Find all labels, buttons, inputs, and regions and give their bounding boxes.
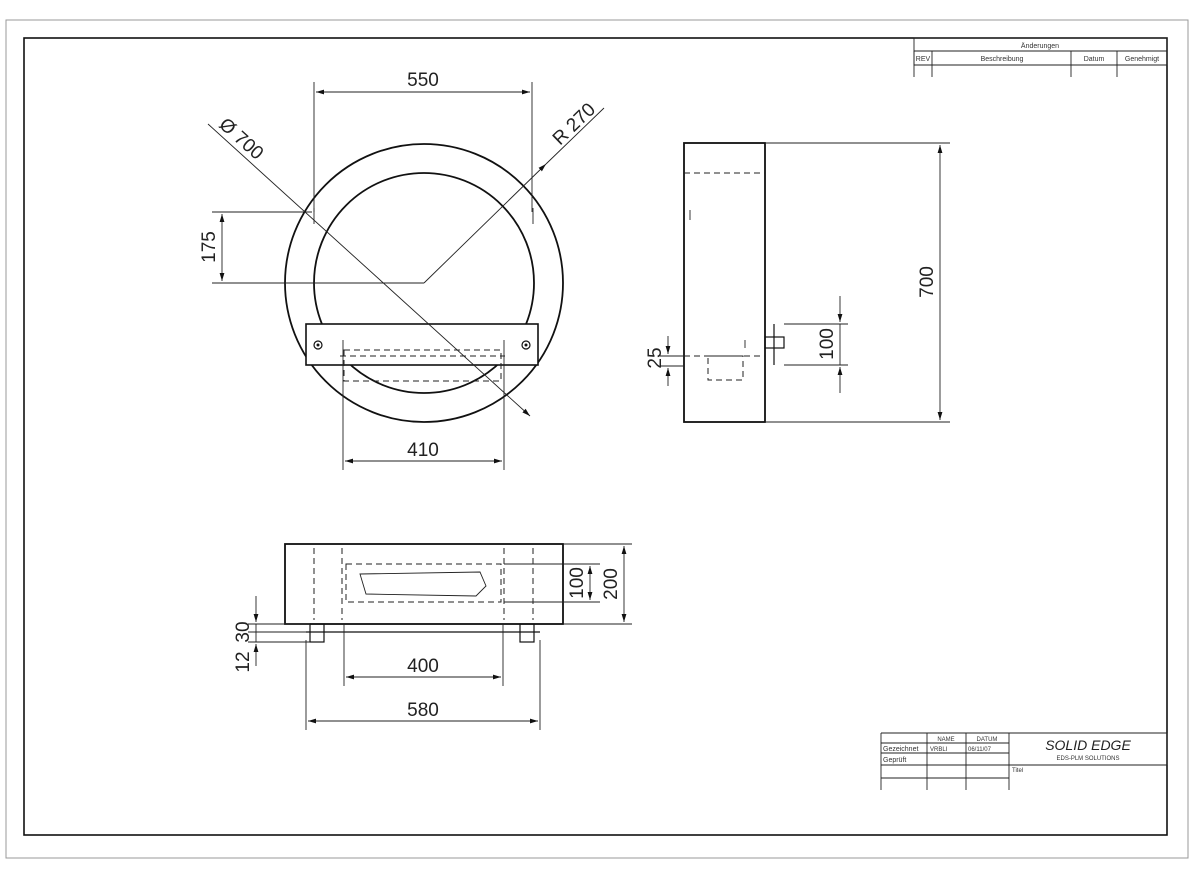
dim-top-inner-width: 400 xyxy=(407,656,439,677)
title-brand-sub: EDS-PLM SOLUTIONS xyxy=(1056,756,1119,762)
burner-box xyxy=(305,323,539,366)
revision-col-approved: Genehmigt xyxy=(1125,56,1159,63)
title-col-date: DATUM xyxy=(977,737,998,743)
title-col-name: NAME xyxy=(937,737,954,743)
dim-top-foot-a: 30 xyxy=(233,621,254,642)
dim-side-offset: 25 xyxy=(645,347,666,368)
dim-top-foot-b: 12 xyxy=(233,651,254,672)
dim-front-width: 550 xyxy=(407,70,439,91)
title-row-checked: Geprüft xyxy=(883,757,906,764)
revision-table-title: Änderungen xyxy=(1021,42,1059,50)
top-body xyxy=(284,543,564,625)
revision-col-rev: REV xyxy=(916,56,931,63)
title-block: NAME DATUM Gezeichnet VRBLI 06/11/07 Gep… xyxy=(880,732,1168,790)
dim-top-inner-depth: 100 xyxy=(567,567,588,599)
dim-front-inner-width: 410 xyxy=(407,440,439,461)
title-label: Titel xyxy=(1012,768,1023,774)
paper-outline xyxy=(5,19,1189,859)
dim-side-height: 700 xyxy=(917,266,938,298)
title-brand: SOLID EDGE xyxy=(1045,737,1131,753)
revision-table: Änderungen REV Beschreibung Datum Genehm… xyxy=(913,37,1168,77)
drawing-frame xyxy=(23,37,1168,836)
top-view: 200 100 30 12 400 580 xyxy=(233,543,632,730)
title-drawn-date: 06/11/07 xyxy=(968,747,992,753)
revision-col-date: Datum xyxy=(1084,56,1105,63)
side-view: 700 100 25 xyxy=(645,142,950,423)
dim-front-height: 175 xyxy=(199,231,220,263)
dim-side-step: 100 xyxy=(817,328,838,360)
dim-top-width: 580 xyxy=(407,700,439,721)
title-drawn-name: VRBLI xyxy=(930,747,948,753)
title-row-drawn: Gezeichnet xyxy=(883,746,918,753)
side-body xyxy=(683,142,766,423)
revision-col-description: Beschreibung xyxy=(981,56,1024,63)
dim-top-depth: 200 xyxy=(601,568,622,600)
